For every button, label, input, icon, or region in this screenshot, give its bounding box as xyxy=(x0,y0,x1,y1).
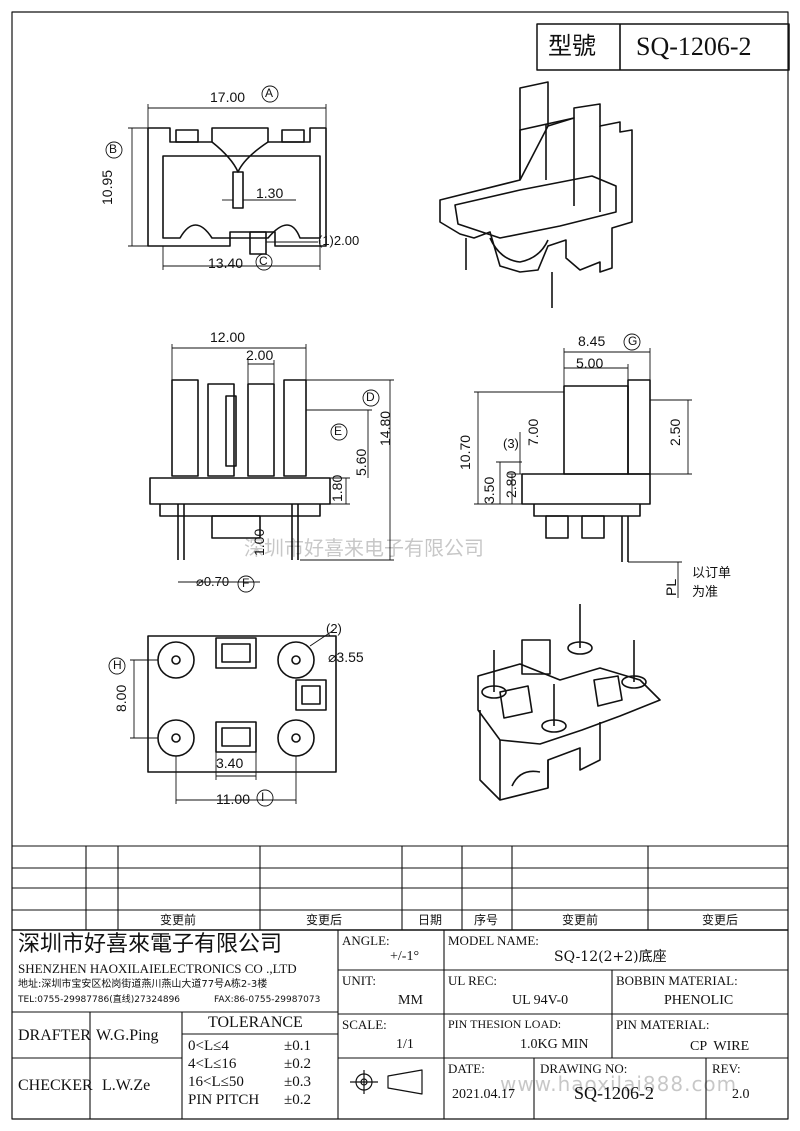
scale-label: SCALE: xyxy=(342,1017,387,1032)
bobbin-label: BOBBIN MATERIAL: xyxy=(616,973,738,988)
pin-load-value: 1.0KG MIN xyxy=(520,1037,589,1052)
tol-value-4: ±0.2 xyxy=(284,1092,311,1108)
dim-front-base: 1.80 xyxy=(329,474,345,502)
projection-symbol xyxy=(350,1069,423,1095)
scale-value: 1/1 xyxy=(396,1037,414,1052)
checker-label: CHECKER xyxy=(18,1077,93,1094)
tol-value-3: ±0.3 xyxy=(284,1074,311,1090)
tolerance-title: TOLERANCE xyxy=(208,1014,303,1031)
tol-range-2: 4<L≤16 xyxy=(188,1056,237,1072)
checker-name: L.W.Ze xyxy=(102,1077,151,1094)
ref-b: B xyxy=(109,142,118,156)
date-label: DATE: xyxy=(448,1061,485,1076)
model-name-value: SQ-12(2+2)底座 xyxy=(554,949,667,965)
ref-e: E xyxy=(334,424,343,438)
dim-pin-note: (1)2.00 xyxy=(318,233,360,248)
pl-note-1: 以订单 xyxy=(692,566,732,581)
pin-mat-label: PIN MATERIAL: xyxy=(616,1017,710,1032)
company-tel: TEL:0755-29987786(直线)27324896 xyxy=(18,995,181,1005)
drafter-label: DRAFTER xyxy=(18,1027,91,1044)
watermark-company: 深圳市好喜来电子有限公司 xyxy=(244,536,484,560)
rev-label: REV: xyxy=(712,1061,741,1076)
tol-range-3: 16<L≤50 xyxy=(188,1074,244,1090)
company-cn: 深圳市好喜來電子有限公司 xyxy=(18,932,283,957)
ref-h: H xyxy=(113,658,122,672)
dim-top-width: 17.00 xyxy=(210,89,246,105)
top-view xyxy=(147,127,327,255)
ul-value: UL 94V-0 xyxy=(512,993,569,1008)
rev-value: 2.0 xyxy=(732,1087,750,1102)
dim-hole-dia: ⌀3.55 xyxy=(328,649,364,665)
front-view xyxy=(149,379,331,560)
ref-i: I xyxy=(261,790,265,804)
company-address: 地址:深圳市宝安区松岗街道燕川燕山大道77号A栋2-3楼 xyxy=(18,979,268,990)
dim-slot: 1.30 xyxy=(256,185,284,201)
side-view xyxy=(521,379,651,562)
unit-label: UNIT: xyxy=(342,973,377,988)
dim-pl: PL xyxy=(663,578,679,596)
dim-side-base2: 2.80 xyxy=(503,470,519,498)
date-value: 2021.04.17 xyxy=(452,1087,515,1102)
dim-side-upper: 7.00 xyxy=(525,418,541,446)
iso-view-bottom xyxy=(477,604,661,801)
dim-front-tab: 2.00 xyxy=(246,347,274,363)
ref-f: F xyxy=(242,576,250,590)
drawing-label: DRAWING NO: xyxy=(540,1061,628,1076)
rev-header-2: 变更后 xyxy=(306,913,343,927)
dim-front-mid: 5.60 xyxy=(353,448,369,476)
ref-c: C xyxy=(259,254,268,268)
model-label: 型號 xyxy=(548,32,596,60)
dim-pin-dia: ⌀0.70 xyxy=(196,574,230,589)
dim-side-note: (3) xyxy=(503,436,519,451)
dim-side-width: 8.45 xyxy=(578,333,606,349)
angle-label: ANGLE: xyxy=(342,933,390,948)
unit-value: MM xyxy=(398,993,423,1008)
company-fax: FAX:86-0755-29987073 xyxy=(214,995,321,1005)
tol-range-4: PIN PITCH xyxy=(188,1092,260,1108)
dim-side-tab: 2.50 xyxy=(667,418,683,446)
drawing-value: SQ-1206-2 xyxy=(574,1083,654,1103)
tol-range-1: 0<L≤4 xyxy=(188,1038,229,1054)
rev-header-6: 变更后 xyxy=(702,913,739,927)
model-value: SQ-1206-2 xyxy=(636,32,752,61)
dim-pad: 3.40 xyxy=(216,755,244,771)
ref-d: D xyxy=(366,390,375,404)
rev-header-1: 变更前 xyxy=(160,913,197,927)
pin-load-label: PIN THESION LOAD: xyxy=(448,1017,562,1031)
dim-bottom-height: 8.00 xyxy=(113,684,129,712)
iso-view-top xyxy=(439,81,633,308)
dim-bottom-width: 11.00 xyxy=(216,791,250,807)
rev-header-5: 变更前 xyxy=(562,913,599,927)
pl-note-2: 为准 xyxy=(692,585,719,600)
drafter-name: W.G.Ping xyxy=(96,1027,159,1044)
rev-header-3: 日期 xyxy=(418,913,443,927)
ul-label: UL REC: xyxy=(448,973,497,988)
dim-front-height: 14.80 xyxy=(377,410,393,446)
tol-value-1: ±0.1 xyxy=(284,1038,311,1054)
dim-side-total: 10.70 xyxy=(457,434,473,470)
pin-mat-value: CP WIRE xyxy=(690,1039,750,1054)
watermark-url: www.haoxilai888.com xyxy=(500,1072,738,1096)
dim-inner: 13.40 xyxy=(208,255,244,271)
ref-a: A xyxy=(265,86,274,100)
bobbin-value: PHENOLIC xyxy=(664,993,734,1008)
dim-side-base: 3.50 xyxy=(481,476,497,504)
dim-top-height: 10.95 xyxy=(99,169,115,205)
model-name-label: MODEL NAME: xyxy=(448,933,539,948)
company-en: SHENZHEN HAOXILAIELECTRONICS CO .,LTD xyxy=(18,961,297,976)
rev-header-4: 序号 xyxy=(474,913,499,927)
dim-side-inner: 5.00 xyxy=(576,355,604,371)
dim-pin: 1.00 xyxy=(251,528,267,556)
dim-hole-note: (2) xyxy=(326,621,342,636)
dim-front-width: 12.00 xyxy=(210,329,246,345)
tol-value-2: ±0.2 xyxy=(284,1056,311,1072)
angle-value: +/-1° xyxy=(390,949,420,964)
ref-g: G xyxy=(628,334,638,348)
bottom-view xyxy=(147,635,337,773)
